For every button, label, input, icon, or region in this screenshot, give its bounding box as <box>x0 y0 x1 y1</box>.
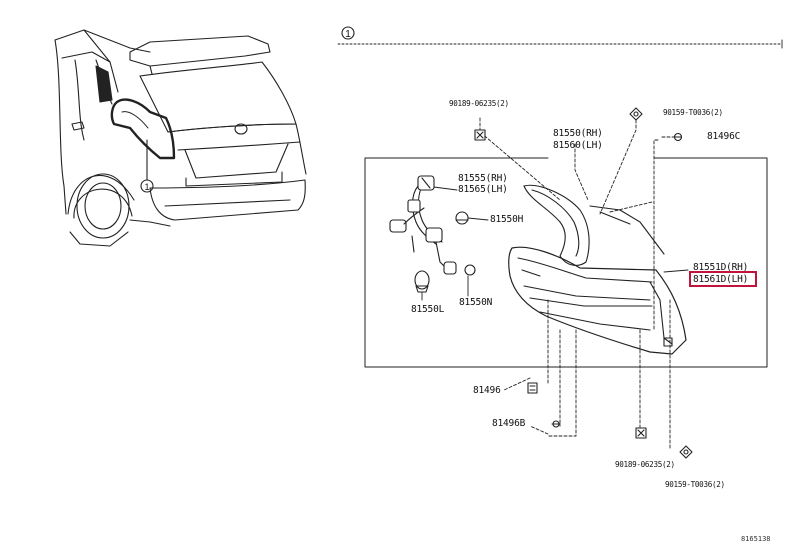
drawing-code: 8165138 <box>741 535 771 543</box>
label-81496[interactable]: 81496 <box>473 385 501 396</box>
fastener-81496b <box>551 420 561 428</box>
label-ticks <box>421 185 689 301</box>
label-90159-top[interactable]: 90159-T0036(2) <box>663 108 723 117</box>
lamp-lens <box>508 246 687 355</box>
label-81560-lh[interactable]: 81560(LH) <box>553 140 603 151</box>
bulb-81550h <box>455 211 469 225</box>
fastener-90189-top <box>474 129 486 141</box>
label-81561d-lh[interactable]: 81561D(LH) <box>693 274 749 285</box>
label-81496c[interactable]: 81496C <box>707 131 741 142</box>
fastener-90159-top <box>629 107 643 121</box>
vehicle-callout-number: 1 <box>144 182 149 192</box>
label-81550-rh[interactable]: 81550(RH) <box>553 128 603 139</box>
label-90189-top[interactable]: 90189-06235(2) <box>449 99 509 108</box>
leader-lines <box>479 117 681 451</box>
label-81496b[interactable]: 81496B <box>492 418 526 429</box>
label-81550l[interactable]: 81550L <box>411 304 445 315</box>
label-81555-rh[interactable]: 81555(RH) <box>458 173 508 184</box>
label-81551d-rh[interactable]: 81551D(RH) <box>693 262 749 273</box>
section-marker-number: 1 <box>345 29 351 40</box>
socket-wire-harness <box>389 175 457 275</box>
label-81550n[interactable]: 81550N <box>459 297 493 308</box>
label-90189-bottom[interactable]: 90189-06235(2) <box>615 460 675 469</box>
vehicle-rear-illustration <box>54 29 307 247</box>
fastener-90159-bottom <box>679 445 693 459</box>
assembly-frame <box>364 157 768 368</box>
fastener-90189-bottom <box>635 427 647 439</box>
fastener-81496 <box>527 382 538 394</box>
section-header <box>337 26 783 49</box>
bulb-81550n <box>464 264 476 276</box>
label-81565-lh[interactable]: 81565(LH) <box>458 184 508 195</box>
fastener-81496c <box>673 132 683 142</box>
bulb-81550l <box>414 270 430 293</box>
lamp-housing <box>523 184 665 266</box>
label-90159-bottom[interactable]: 90159-T0036(2) <box>665 480 725 489</box>
highlight-box <box>689 271 757 287</box>
label-81550h[interactable]: 81550H <box>490 214 524 225</box>
